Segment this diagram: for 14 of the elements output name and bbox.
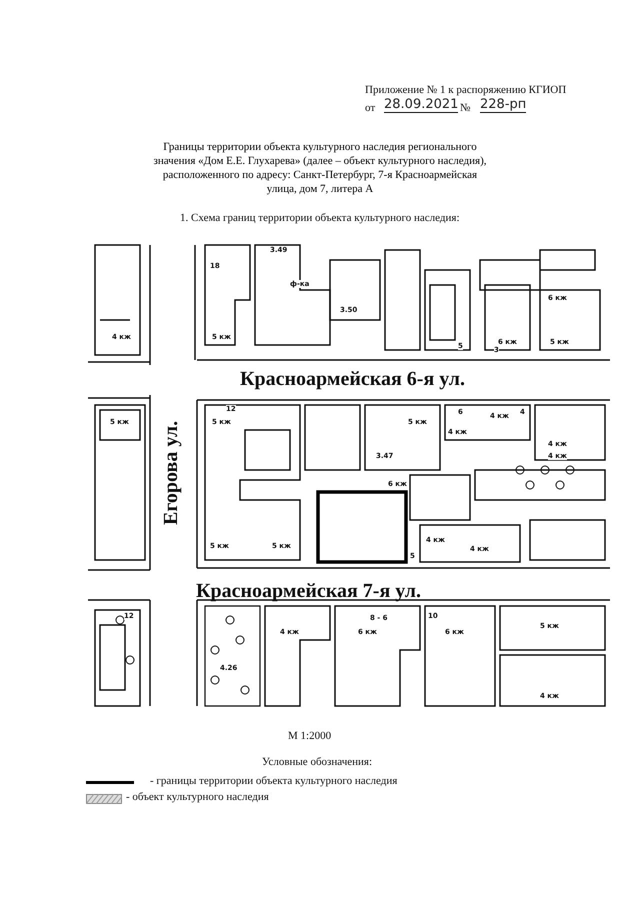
date-prefix: от	[365, 102, 376, 114]
street-name: Егорова ул.	[161, 420, 181, 525]
legend-text: - границы территории объекта культурного наследия	[150, 775, 398, 787]
handwritten-date: 28.09.2021	[384, 97, 458, 113]
document-title: Границы территории объекта культурного наследия регионального значения «Дом Е.Е. Глухарева» (далее – объект культурного наследия), расположенного по адресу: Санкт-Петербург, 7-я Красноармейская улица, дом 7, литера А	[152, 140, 488, 196]
handwritten-number: 228-рп	[480, 97, 526, 113]
number-sign: №	[460, 102, 470, 114]
section-heading: 1. Схема границ территории объекта культурного наследия:	[180, 212, 460, 224]
appendix-note: Приложение № 1 к распоряжению КГИОП	[365, 84, 566, 96]
legend-heading: Условные обозначения:	[262, 756, 372, 768]
street-name: Красноармейская 6-я ул.	[240, 368, 465, 391]
street-name: Красноармейская 7-я ул.	[196, 580, 421, 603]
scale-note: М 1:2000	[288, 730, 332, 742]
legend-text: - объект культурного наследия	[126, 791, 269, 803]
